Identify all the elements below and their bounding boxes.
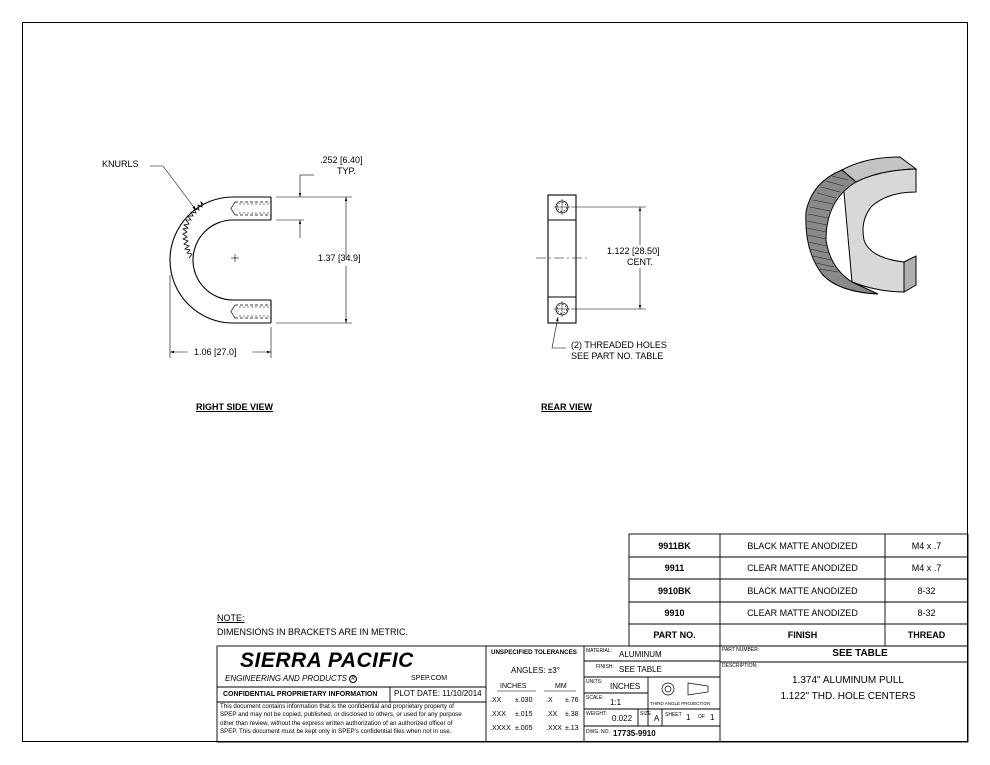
tol-row-2-mm-key: .XX [546,711,558,718]
confidential-heading: CONFIDENTIAL PROPRIETARY INFORMATION [223,691,378,698]
tol-row-3-mm-key: .XXX [546,725,562,732]
part-number-value: SEE TABLE [832,648,888,659]
plot-date: PLOT DATE: 11/10/2014 [394,689,482,698]
tol-row-3-mm-val: ±.13 [565,725,579,732]
tol-row-3-in-key: .XXXX [490,725,511,732]
finish-value: SEE TABLE [619,665,662,674]
part-number-label: PART NUMBER: [722,647,760,653]
parts-row-2-thread: M4 x .7 [911,563,942,573]
weight-label: WEIGHT: [586,711,607,717]
dim-typ-inches: .252 [6.40] [320,155,363,165]
tol-row-1-in-key: .XX [490,697,502,704]
dim-cent-note: CENT. [627,257,654,267]
tol-row-1-mm-key: .X [546,697,553,704]
third-angle-projection-icon [661,682,709,696]
right-side-dimension-lines [150,165,348,354]
isometric-view [805,156,918,295]
parts-header-finish: FINISH [787,630,818,640]
confidential-notice: This document contains information that … [220,703,470,736]
tolerances-angles: ANGLES: ±3° [511,666,560,675]
tol-row-2-in-val: ±.015 [515,711,533,718]
note-title: NOTE: [217,613,245,623]
note-text: DIMENSIONS IN BRACKETS ARE IN METRIC. [217,627,409,637]
description-label: DESCRIPTION: [722,663,758,669]
confidential-line: SPEP. This document must be kept only in… [220,727,452,735]
dwg-no-label: DWG. NO. [586,729,610,735]
parts-header-part: PART NO. [653,630,696,640]
size-label: SIZE [640,711,652,717]
registered-mark: R [349,675,358,683]
tol-row-1-in-val: ±.030 [515,697,533,704]
units-label: UNITS: [586,679,603,685]
rear-dimension-lines [551,207,642,349]
right-side-view-geometry [169,196,352,358]
dwg-no-value: 17735-9910 [613,729,656,738]
company-subtitle: ENGINEERING AND PRODUCTS R [225,675,358,683]
confidential-line: SPEP and may not be copied, published, o… [220,711,462,719]
tol-row-3-in-val: ±.005 [515,725,533,732]
size-value: A [654,714,660,723]
right-side-view-label: RIGHT SIDE VIEW [196,402,274,412]
tol-row-1-mm-val: ±.76 [565,697,579,704]
sheet-value: 1 [686,713,691,722]
scale-label: SCALE: [586,695,604,701]
of-label: OF [698,714,705,720]
threaded-holes-note-2: SEE PART NO. TABLE [571,351,664,361]
dim-cent: 1.122 [28.50] [607,246,660,256]
parts-row-3-thread: 8-32 [917,586,936,596]
parts-row-1-part: 9911BK [658,541,691,551]
finish-label: FINISH: [596,664,614,670]
threaded-holes-note-1: (2) THREADED HOLES [571,340,667,350]
third-angle-label: THIRD ANGLE PROJECTION [650,701,711,706]
knurls-label: KNURLS [102,159,139,169]
dim-width: 1.06 [27.0] [194,347,237,357]
parts-row-1-finish: BLACK MATTE ANODIZED [747,541,858,551]
description-line-1: 1.374" ALUMINUM PULL [792,675,904,686]
isometric-knurl-lines [806,175,849,273]
material-label: MATERIAL: [586,648,613,654]
parts-row-3-finish: BLACK MATTE ANODIZED [747,586,858,596]
tolerances-inches-header: INCHES [500,683,527,690]
tol-row-2-in-key: .XXX [490,711,506,718]
units-value: INCHES [610,682,641,691]
dim-height: 1.37 [34.9] [318,253,361,263]
weight-value: 0.022 [612,714,633,723]
rear-view-geometry [536,194,646,324]
scale-value: 1:1 [610,698,622,707]
parts-row-4-finish: CLEAR MATTE ANODIZED [747,608,858,618]
parts-row-4-part: 9910 [664,608,685,618]
drawing-border [22,22,968,742]
tolerances-title: UNSPECIFIED TOLERANCES [491,649,577,656]
tolerances-mm-header: MM [555,683,567,690]
confidential-line: other than review, without the express w… [220,719,453,727]
parts-header-thread: THREAD [907,630,946,640]
rear-view-label: REAR VIEW [541,402,593,412]
parts-row-2-part: 9911 [664,563,685,573]
title-block-grid [216,645,969,743]
company-logo-text: SIERRA PACIFIC [240,649,414,672]
tol-row-2-mm-val: ±.38 [565,711,579,718]
material-value: ALUMINUM [619,650,662,659]
company-website: SPEP.COM [411,675,448,682]
confidential-line: This document contains information that … [220,703,454,710]
parts-row-2-finish: CLEAR MATTE ANODIZED [747,563,858,573]
dim-typ-note: TYP. [337,166,356,176]
parts-row-1-thread: M4 x .7 [911,541,942,551]
description-line-2: 1.122" THD. HOLE CENTERS [780,691,916,702]
sheet-total: 1 [710,713,715,722]
parts-row-3-part: 9910BK [657,586,692,596]
sheet-label: SHEET [665,712,682,718]
parts-row-4-thread: 8-32 [917,608,936,618]
